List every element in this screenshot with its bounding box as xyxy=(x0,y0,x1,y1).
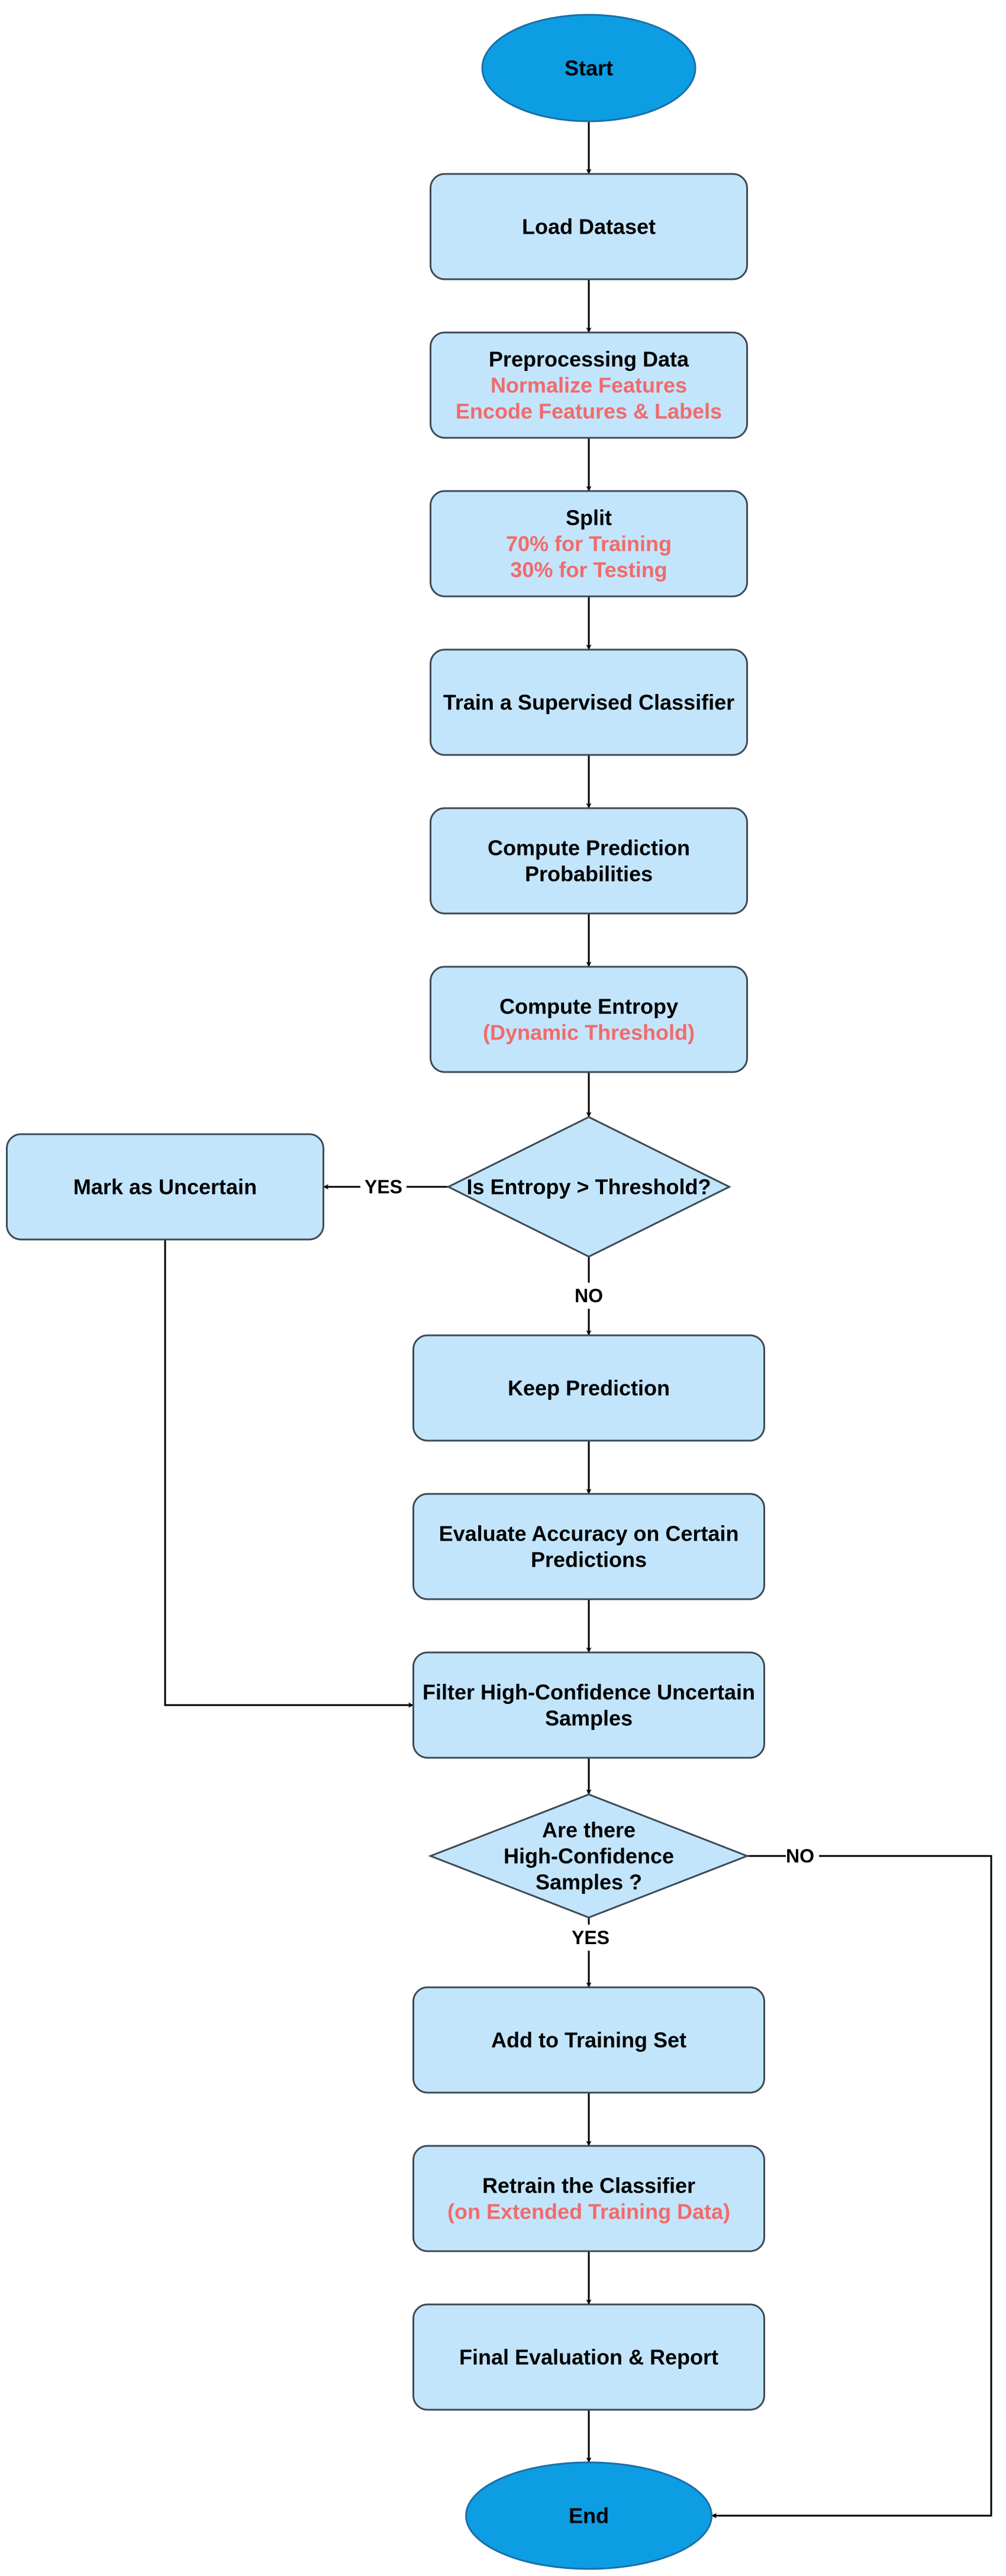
process-box xyxy=(412,1493,765,1600)
decision-diamond xyxy=(446,1116,731,1258)
node-compute-entropy: Compute Entropy(Dynamic Threshold) xyxy=(430,966,748,1073)
node-add-training-set: Add to Training Set xyxy=(412,1986,765,2094)
node-label-text: Samples ? xyxy=(536,1870,642,1894)
node-label-text: Mark as Uncertain xyxy=(73,1175,257,1199)
terminal-ellipse xyxy=(465,2461,712,2570)
node-label-text: Probabilities xyxy=(525,862,653,886)
node-end: End xyxy=(465,2461,712,2570)
process-box xyxy=(412,1986,765,2094)
node-label-text: Split xyxy=(566,506,612,530)
edge-label-background xyxy=(786,1843,819,1869)
node-entropy-decision: Is Entropy > Threshold? xyxy=(446,1116,731,1258)
node-label-text: Filter High-Confidence Uncertain xyxy=(423,1680,755,1705)
edge-samples-decision-to-end xyxy=(711,1855,992,2519)
process-box xyxy=(430,173,748,280)
node-label-text: Final Evaluation & Report xyxy=(459,2345,718,2370)
node-label-text: Train a Supervised Classifier xyxy=(443,690,734,715)
node-keep-prediction: Keep Prediction xyxy=(412,1334,765,1442)
node-annotation-text: 70% for Training xyxy=(506,532,672,556)
edge-label-no: NO xyxy=(786,1845,814,1867)
process-box xyxy=(430,331,748,439)
node-retrain-classifier: Retrain the Classifier(on Extended Train… xyxy=(412,2145,765,2252)
edge-labels-layer: YES NO YES NO xyxy=(360,1174,819,1951)
process-box xyxy=(412,2303,765,2411)
node-label-text: Preprocessing Data xyxy=(489,347,689,372)
process-box xyxy=(430,966,748,1073)
process-box xyxy=(6,1133,324,1241)
edge-label-yes: YES xyxy=(365,1176,402,1197)
node-label-text: Start xyxy=(565,56,613,80)
node-label-text: Predictions xyxy=(531,1548,647,1572)
node-start: Start xyxy=(481,14,697,122)
node-mark-uncertain: Mark as Uncertain xyxy=(6,1133,324,1241)
node-label-text: Are there xyxy=(542,1818,636,1842)
node-annotation-text: (Dynamic Threshold) xyxy=(483,1021,695,1045)
node-label-text: High-Confidence xyxy=(504,1844,674,1868)
process-box xyxy=(430,648,748,756)
edge-label-yes: YES xyxy=(572,1927,610,1948)
edge-label-no: NO xyxy=(575,1285,603,1306)
node-label-text: Keep Prediction xyxy=(508,1376,670,1400)
node-label-text: Load Dataset xyxy=(522,215,656,239)
edge-label-background xyxy=(568,1925,614,1951)
process-box xyxy=(412,1651,765,1759)
node-final-evaluation: Final Evaluation & Report xyxy=(412,2303,765,2411)
node-label-text: Samples xyxy=(545,1706,633,1731)
edge-label-background xyxy=(572,1283,605,1309)
process-box xyxy=(430,807,748,915)
edge-mark-uncertain-to-filter-samples xyxy=(164,1239,414,1708)
process-box xyxy=(412,2145,765,2252)
edge-label-background xyxy=(360,1174,407,1200)
node-annotation-text: Normalize Features xyxy=(491,373,687,398)
node-label-text: Evaluate Accuracy on Certain xyxy=(439,1522,739,1546)
node-label-text: End xyxy=(569,2504,609,2528)
node-label-text: Add to Training Set xyxy=(491,2028,686,2052)
node-label-text: Retrain the Classifier xyxy=(482,2174,695,2198)
node-label-text: Is Entropy > Threshold? xyxy=(466,1175,711,1199)
node-train-classifier: Train a Supervised Classifier xyxy=(430,648,748,756)
node-label-text: Compute Prediction xyxy=(488,836,690,860)
terminal-ellipse xyxy=(481,14,697,122)
decision-diamond xyxy=(428,1793,750,1919)
node-annotation-text: (on Extended Training Data) xyxy=(447,2200,730,2224)
node-annotation-text: Encode Features & Labels xyxy=(456,399,722,424)
process-box xyxy=(430,490,748,598)
process-box xyxy=(412,1334,765,1442)
node-annotation-text: 30% for Testing xyxy=(510,558,667,582)
node-label-text: Compute Entropy xyxy=(499,995,678,1019)
node-load-dataset: Load Dataset xyxy=(430,173,748,280)
